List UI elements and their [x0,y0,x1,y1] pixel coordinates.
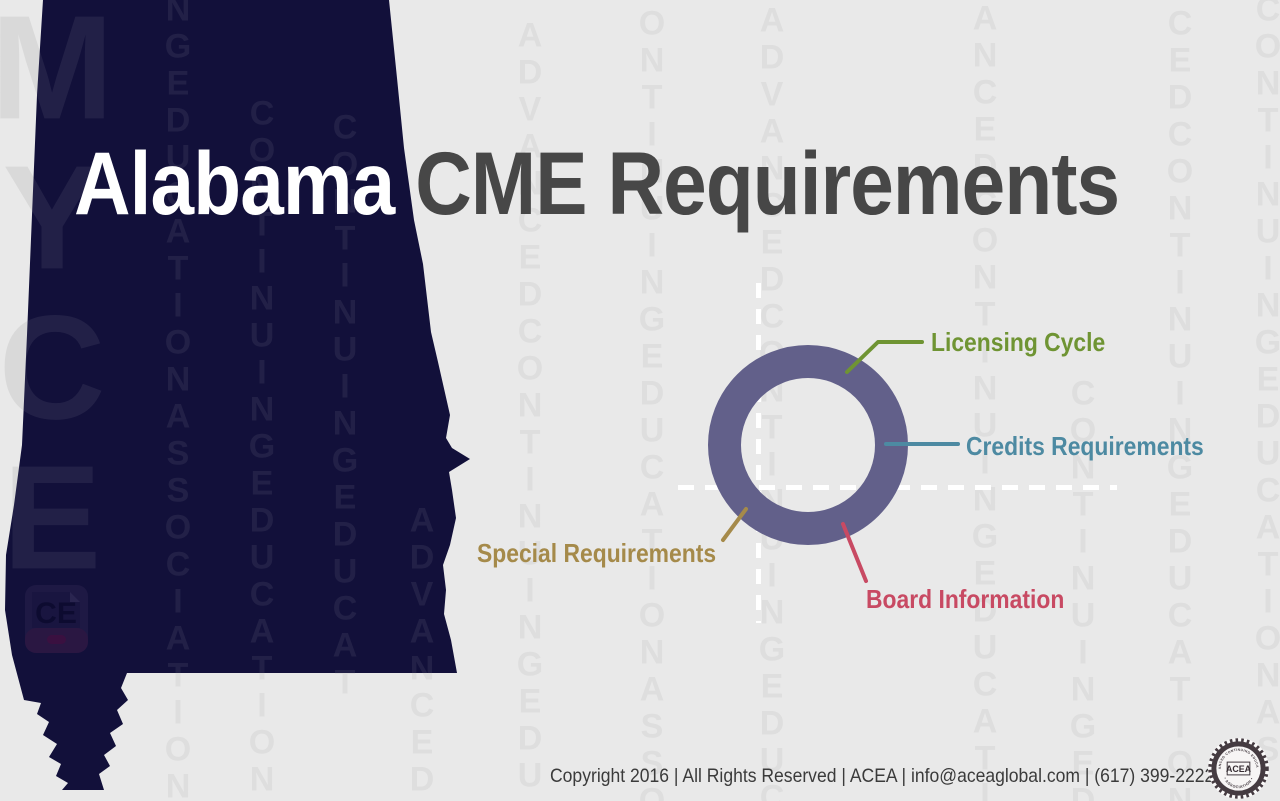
watermark-column: ANCEDCONTINUINGEDUCATIO [972,0,998,801]
footer-copyright: Copyright 2016 | All Rights Reserved | A… [550,765,1215,787]
connector-special-requirements [721,507,748,542]
connector-board-information [841,522,868,583]
label-board-information: Board Information [866,584,1065,614]
label-licensing-cycle: Licensing Cycle [931,327,1106,357]
alabama-shape [5,0,470,790]
title-rest: CME Requirements [394,133,1120,233]
ce-badge-label: CE [35,597,77,630]
page-title: Alabama CME Requirements [74,139,1120,228]
label-special-requirements: Special Requirements [477,538,717,568]
donut-ring [708,345,908,545]
connector-licensing-cycle [845,340,924,374]
label-credits-requirements: Credits Requirements [966,431,1204,461]
title-state-name: Alabama [74,133,395,233]
watermark-column: CEDCONTINUINGEDUCATIONA [1167,5,1193,801]
seal-center-text: ACEA [1226,764,1252,774]
ce-badge-icon: CE [25,585,88,653]
